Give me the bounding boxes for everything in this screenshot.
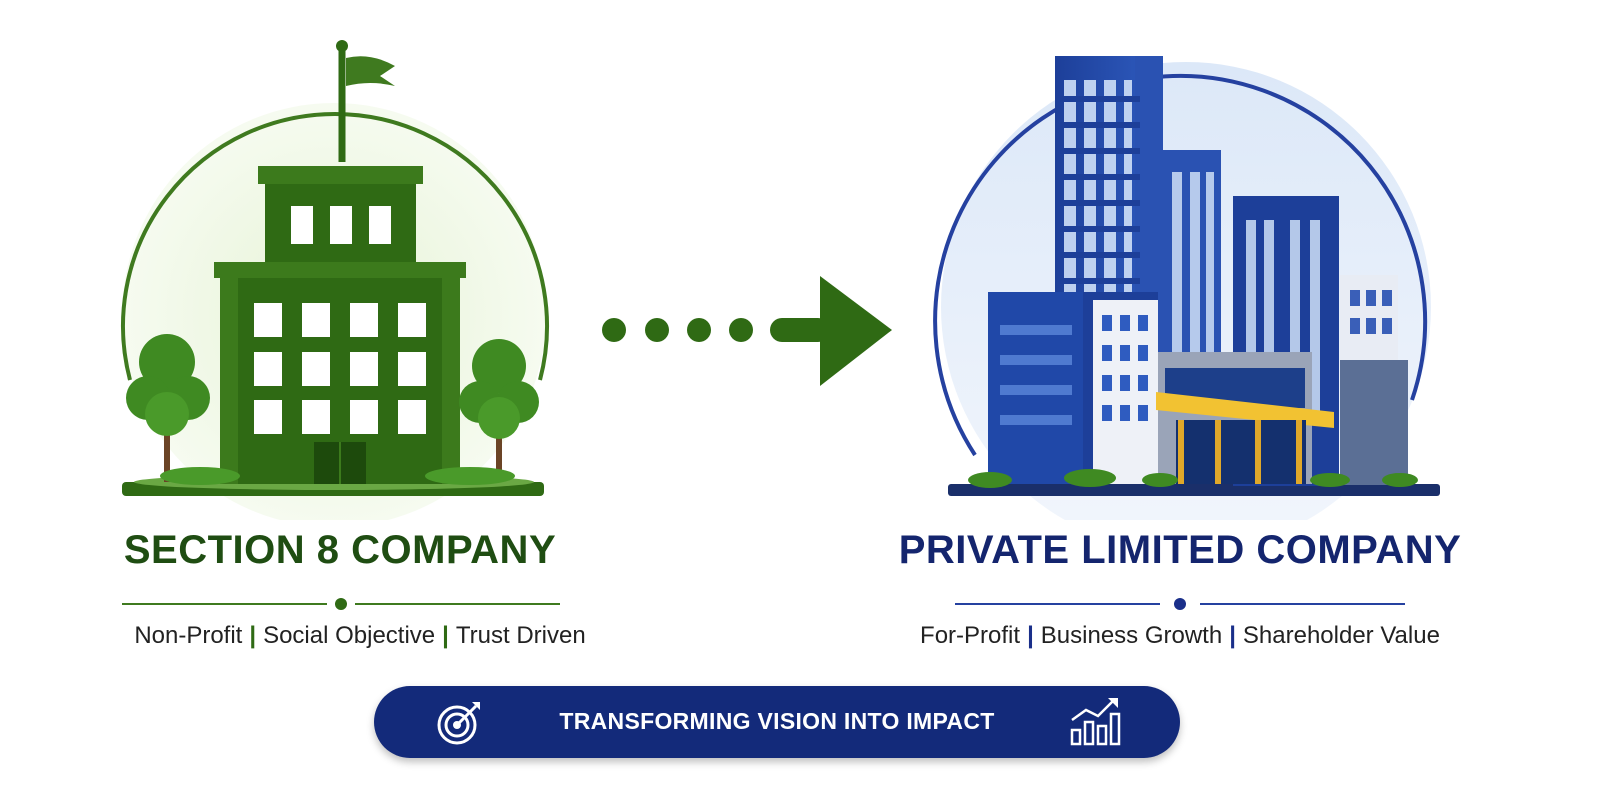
growth-chart-icon — [1070, 698, 1121, 746]
private-limited-title: PRIVATE LIMITED COMPANY — [898, 528, 1462, 572]
private-limited-tag-1: For-Profit — [920, 622, 1021, 649]
dotted-arrow-right-icon — [602, 276, 892, 386]
vision-banner: TRANSFORMING VISION INTO IMPACT — [374, 686, 1180, 758]
banner-text: TRANSFORMING VISION INTO IMPACT — [559, 708, 995, 734]
section8-tag-1: Non-Profit — [134, 622, 243, 649]
corporate-skyscrapers-icon — [933, 56, 1440, 520]
section8-divider — [122, 598, 560, 610]
private-limited-tag-2: Business Growth — [1040, 622, 1223, 649]
section8-tag-2: Social Objective — [263, 622, 436, 649]
section8-tags: Non-Profit|Social Objective|Trust Driven — [134, 622, 586, 649]
section8-title: SECTION 8 COMPANY — [123, 528, 557, 572]
private-limited-tags: For-Profit|Business Growth|Shareholder V… — [920, 622, 1440, 649]
green-office-building-icon — [121, 40, 549, 520]
section8-tag-3: Trust Driven — [455, 622, 586, 649]
illustration — [121, 40, 1440, 520]
private-limited-tag-3: Shareholder Value — [1242, 622, 1440, 649]
private-limited-divider — [955, 598, 1405, 610]
target-arrow-icon — [437, 702, 480, 745]
